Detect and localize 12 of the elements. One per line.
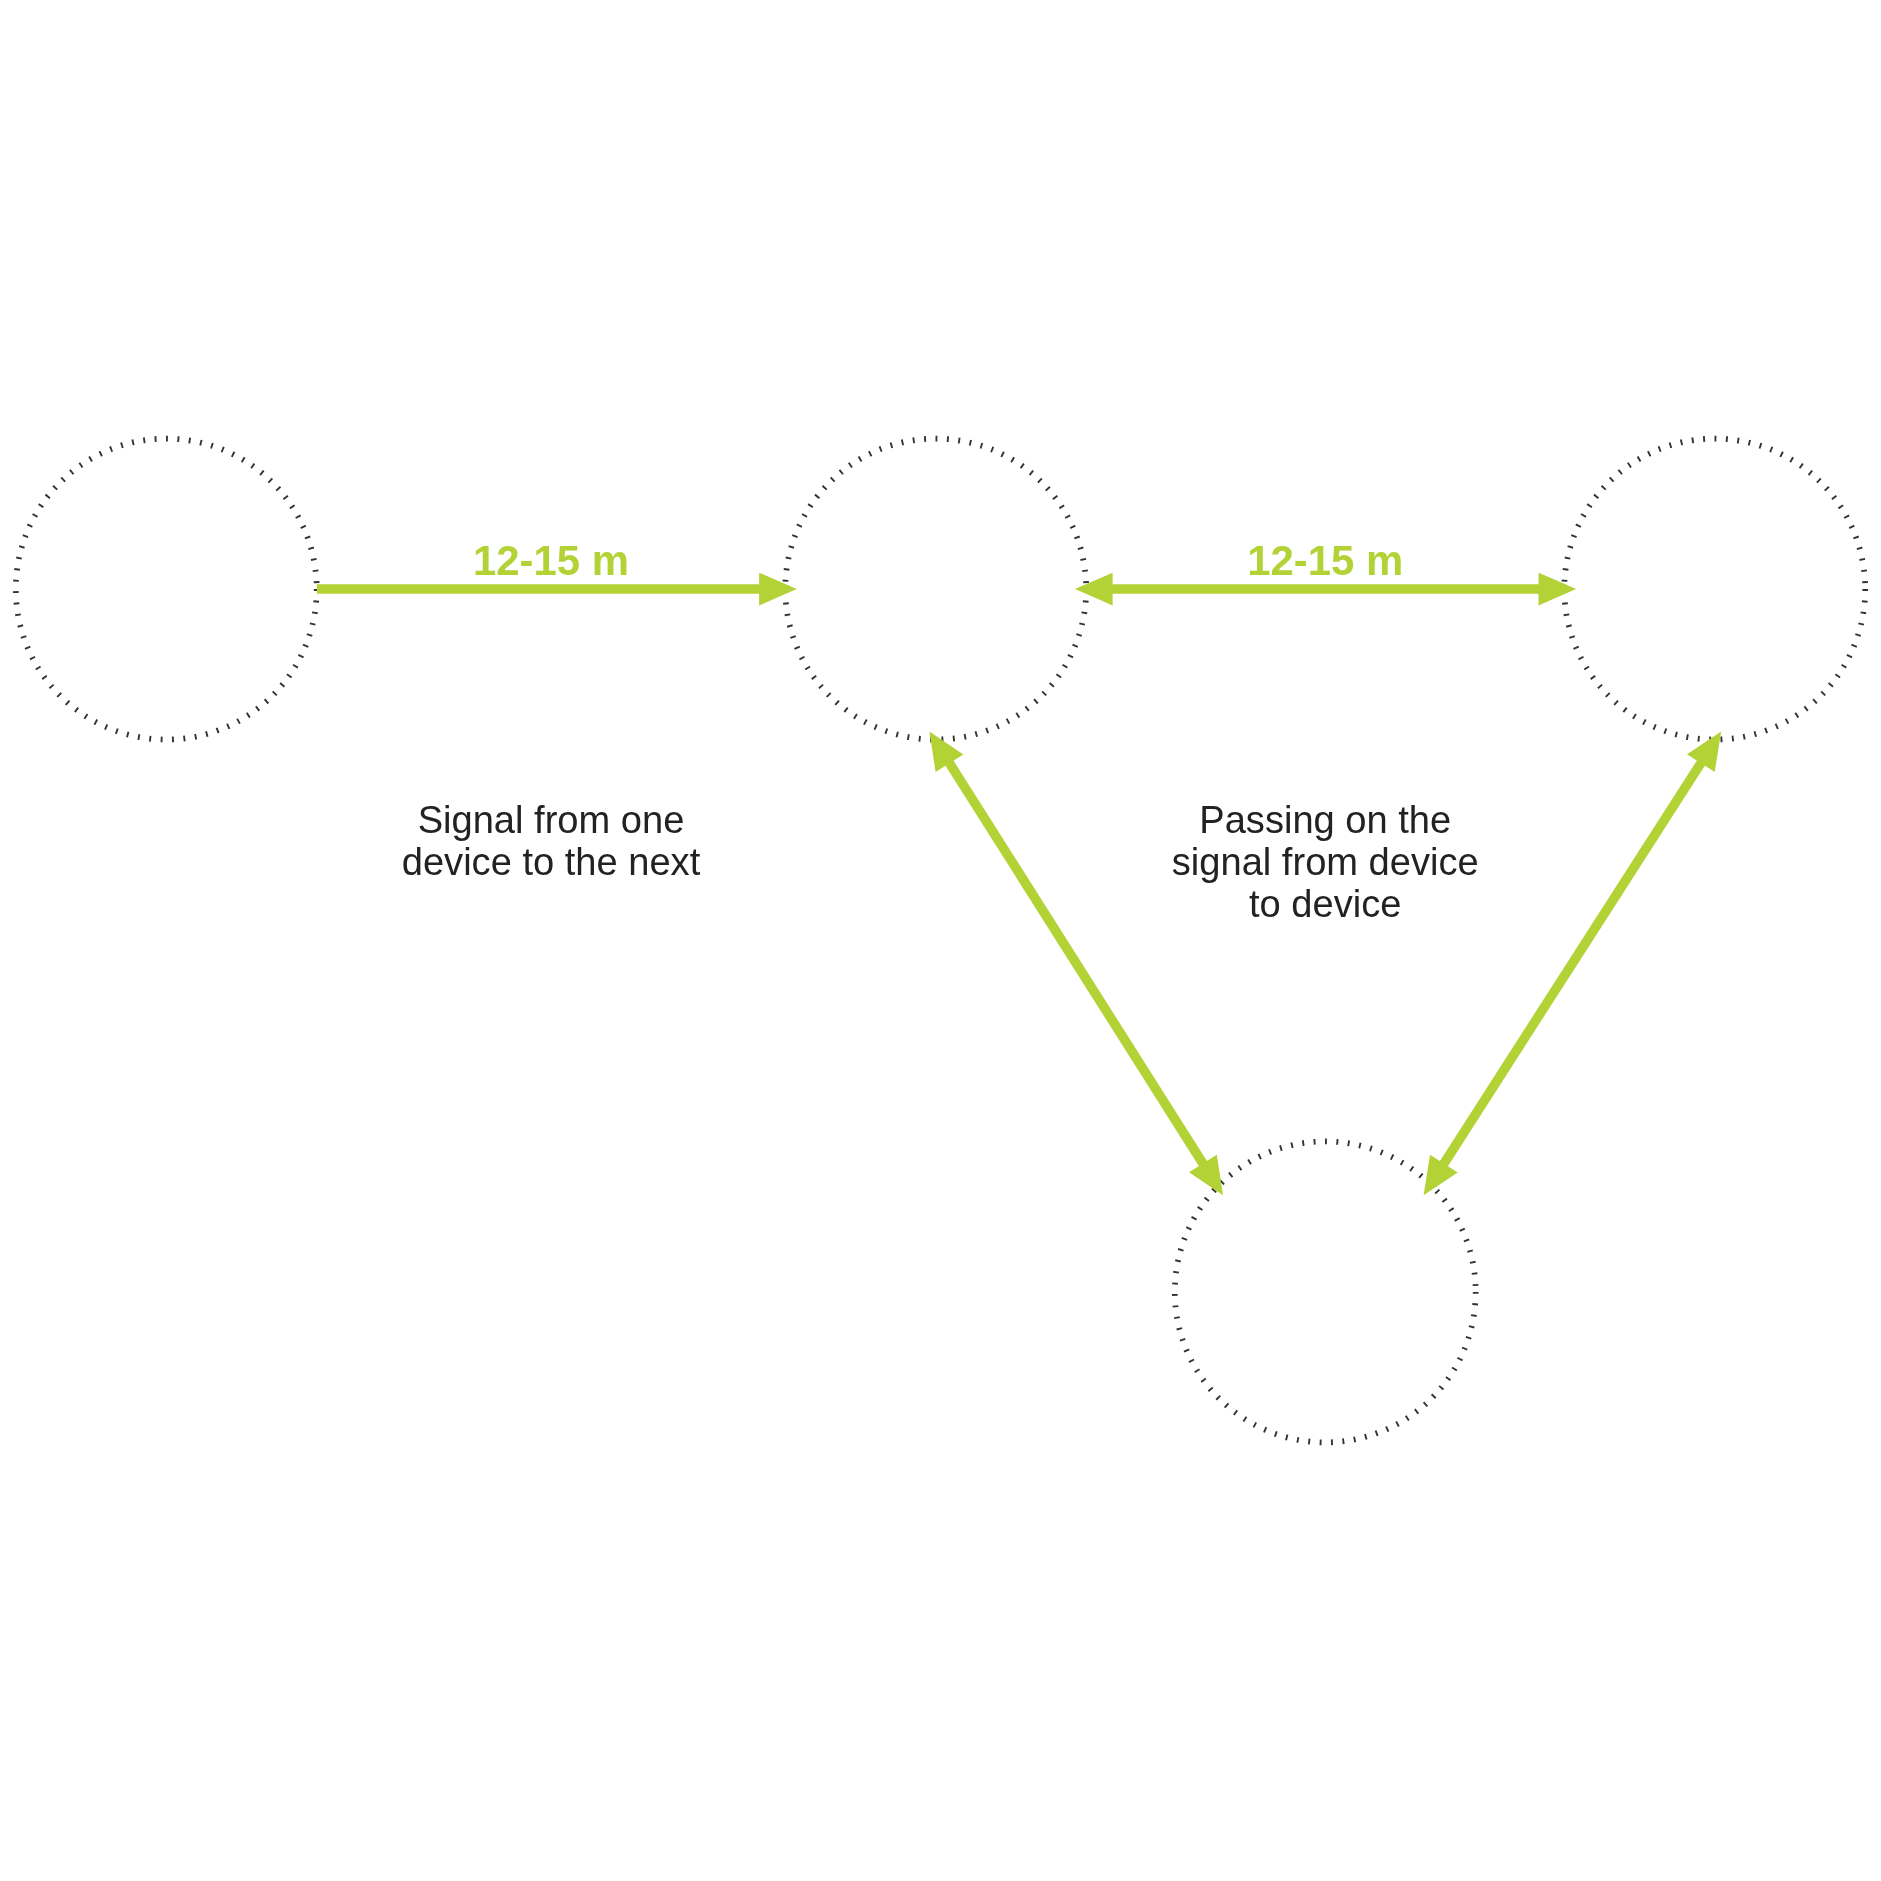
edge-label: 12-15 m [472, 536, 629, 584]
node-circle [782, 435, 1090, 743]
arrow [1075, 572, 1577, 606]
node-circle [12, 435, 320, 743]
node-circle [1561, 435, 1869, 743]
edge-label: 12-15 m [1247, 536, 1404, 584]
arrow [929, 731, 1224, 1196]
node-circle [1171, 1138, 1479, 1446]
arrow [316, 572, 797, 606]
arrow [1423, 731, 1722, 1196]
label: Passing on the signal from device to device [1171, 798, 1479, 925]
label: Signal from one device to the next [401, 798, 701, 883]
